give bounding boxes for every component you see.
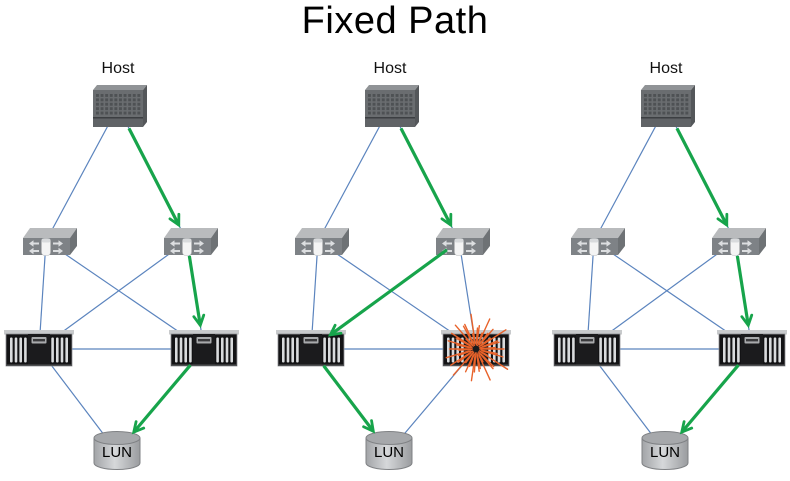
active-path-switch-right-controller-right bbox=[735, 255, 754, 329]
panel-2 bbox=[276, 85, 511, 470]
fc-switch-icon bbox=[295, 228, 349, 256]
storage-controller-icon bbox=[441, 330, 511, 367]
active-path-host-switch-right bbox=[127, 127, 181, 228]
host-label-panel-2: Host bbox=[373, 60, 407, 77]
storage-controller-icon bbox=[4, 330, 74, 367]
host-icon bbox=[641, 85, 695, 127]
storage-controller-icon bbox=[276, 330, 346, 367]
panel-3 bbox=[552, 85, 787, 470]
host-label-panel-3: Host bbox=[649, 60, 683, 77]
blue-link-host-switch-left bbox=[45, 106, 119, 242]
panel-1 bbox=[4, 85, 239, 470]
lun-label-panel-3: LUN bbox=[649, 444, 680, 461]
page-title: Fixed Path bbox=[301, 0, 489, 42]
active-path-controller-right-lun bbox=[131, 364, 192, 435]
host-icon bbox=[93, 85, 147, 127]
active-path-host-switch-right bbox=[399, 127, 453, 228]
active-path-controller-left-lun bbox=[322, 364, 376, 434]
lun-icon bbox=[641, 431, 689, 470]
lun-label-panel-2: LUN bbox=[373, 444, 404, 461]
failure-starburst bbox=[445, 313, 509, 382]
blue-link-host-switch-left bbox=[593, 106, 667, 242]
blue-link-host-switch-left bbox=[317, 106, 391, 242]
host-label-panel-1: Host bbox=[101, 60, 135, 77]
active-path-switch-right-controller-right bbox=[187, 255, 206, 329]
storage-controller-icon bbox=[169, 330, 239, 367]
fc-switch-icon bbox=[23, 228, 77, 256]
fc-switch-icon bbox=[436, 228, 490, 256]
lun-icon bbox=[365, 431, 413, 470]
fc-switch-icon bbox=[571, 228, 625, 256]
storage-controller-icon bbox=[717, 330, 787, 367]
active-path-controller-right-lun bbox=[679, 364, 740, 435]
fc-switch-icon bbox=[164, 228, 218, 256]
host-icon bbox=[365, 85, 419, 127]
fc-switch-icon bbox=[712, 228, 766, 256]
active-path-host-switch-right bbox=[675, 127, 729, 228]
active-path-switch-right-controller-left bbox=[327, 248, 448, 337]
lun-icon bbox=[93, 431, 141, 470]
storage-controller-icon bbox=[552, 330, 622, 367]
lun-label-panel-1: LUN bbox=[101, 444, 132, 461]
